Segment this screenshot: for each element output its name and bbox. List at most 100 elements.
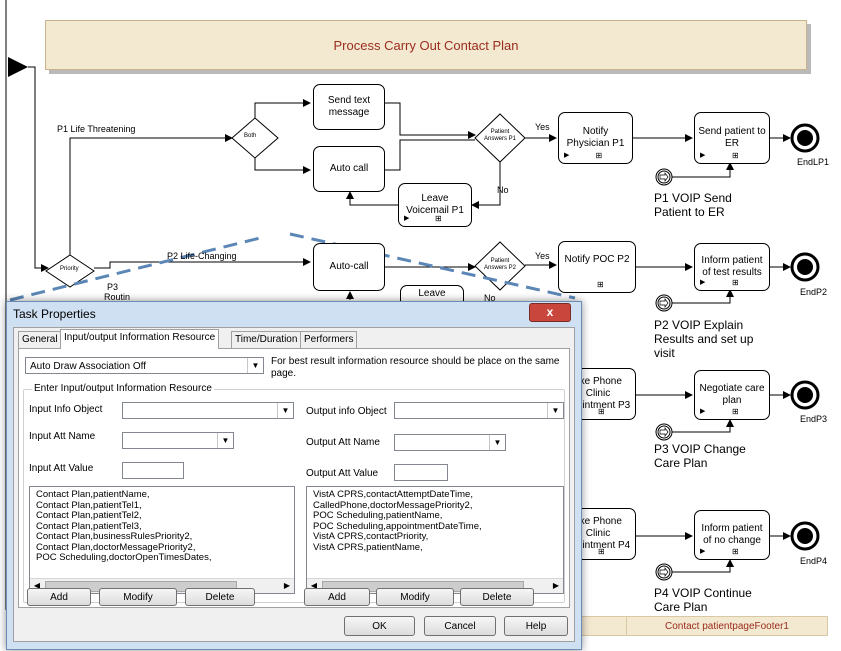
list-item[interactable]: POC Scheduling,patientName,	[313, 510, 443, 521]
subprocess-icon: ⊞	[598, 407, 605, 416]
patient-answers-p2-label: Patient Answers P2	[483, 258, 516, 271]
list-item[interactable]: VistA CPRS,contactPriority,	[313, 531, 429, 542]
task-send-text-label: Send text message	[327, 95, 371, 118]
input-att-value-field[interactable]	[122, 462, 184, 479]
voip-event-p4	[655, 563, 673, 581]
patient-answers-p1-label: Patient Answers P1	[483, 129, 516, 142]
task-inform-test-results[interactable]: Inform patient of test results▶⊞	[694, 243, 770, 291]
flow-label-no1: No	[497, 185, 509, 195]
end-label-p2: EndP2	[800, 287, 828, 297]
chevron-down-icon[interactable]: ▼	[247, 358, 263, 373]
voip-label-p1: P1 VOIP Send Patient to ER	[654, 191, 732, 219]
tab-general[interactable]: General	[18, 331, 62, 348]
dialog-body: General Input/output Information Resourc…	[13, 327, 575, 642]
footer-cell-left	[580, 616, 628, 636]
task-notify-physician-p1-label: Notify Physician P1	[566, 126, 625, 149]
flow-label-p3: P3	[107, 282, 119, 292]
flow-label-p3-routine: Routin	[104, 292, 131, 302]
task-negotiate-care-label: Negotiate care plan	[699, 383, 765, 406]
task-leave-voicemail-p1[interactable]: Leave Voicemail P1▶⊞	[398, 183, 472, 227]
task-notify-poc-p2[interactable]: Notify POC P2⊞	[558, 241, 636, 293]
scroll-right-icon[interactable]: ▶	[283, 581, 291, 590]
close-button[interactable]: x	[529, 303, 571, 322]
list-item[interactable]: Contact Plan,patientTel1,	[36, 499, 142, 511]
scroll-right-icon[interactable]: ▶	[552, 581, 560, 590]
end-label-p3: EndP3	[800, 414, 828, 424]
ok-button[interactable]: OK	[344, 616, 415, 636]
task-make-phone-p3-label: ake Phone Clinic ppointment P3	[565, 376, 631, 411]
output-add-button[interactable]: Add	[304, 588, 370, 606]
list-item[interactable]: Contact Plan,patientTel3,	[36, 520, 142, 532]
end-label-p4: EndP4	[800, 556, 828, 566]
list-item[interactable]: POC Scheduling,doctorOpenTimesDates,	[36, 552, 212, 563]
subprocess-icon: ⊞	[732, 407, 739, 416]
subprocess-icon: ⊞	[732, 151, 739, 160]
end-label-p1: EndLP1	[797, 157, 830, 167]
voip-label-p4: P4 VOIP Continue Care Plan	[654, 586, 752, 614]
task-notify-poc-p2-label: Notify POC P2	[564, 254, 630, 265]
output-list-items: VistA CPRS,contactAttemptDateTime,Called…	[313, 489, 482, 553]
list-item[interactable]: POC Scheduling,appointmentDateTime,	[313, 520, 482, 532]
subprocess-icon: ⊞	[435, 214, 442, 223]
subprocess-icon: ⊞	[595, 151, 603, 160]
auto-draw-select[interactable]: Auto Draw Association Off ▼	[25, 357, 264, 374]
pool-title: Process Carry Out Contact Plan	[45, 20, 807, 70]
list-item[interactable]: VistA CPRS,patientName,	[313, 541, 423, 553]
play-icon: ▶	[700, 408, 706, 415]
play-icon: ▶	[404, 215, 410, 222]
list-item[interactable]: Contact Plan,doctorMessagePriority2,	[36, 541, 196, 553]
output-info-object-select[interactable]: ▼	[394, 402, 564, 419]
input-add-button[interactable]: Add	[27, 588, 91, 606]
output-att-value-field[interactable]	[394, 464, 448, 481]
output-delete-button[interactable]: Delete	[460, 588, 534, 606]
input-list[interactable]: Contact Plan,patientName,Contact Plan,pa…	[29, 486, 295, 594]
list-item[interactable]: VistA CPRS,contactAttemptDateTime,	[313, 489, 473, 500]
output-modify-button[interactable]: Modify	[376, 588, 454, 606]
input-att-name-select[interactable]: ▼	[122, 432, 234, 449]
voip-label-p2: P2 VOIP Explain Results and set up visit	[654, 318, 754, 360]
input-info-object-select[interactable]: ▼	[122, 402, 294, 419]
cancel-button[interactable]: Cancel	[424, 616, 496, 636]
task-negotiate-care[interactable]: Negotiate care plan ▶ ⊞	[694, 370, 770, 420]
output-att-name-select[interactable]: ▼	[394, 434, 506, 451]
chevron-down-icon[interactable]: ▼	[489, 435, 505, 450]
input-delete-button[interactable]: Delete	[185, 588, 255, 606]
input-modify-button[interactable]: Modify	[99, 588, 177, 606]
task-inform-no-change-label: Inform patient of no change	[701, 523, 763, 546]
subprocess-icon: ⊞	[732, 278, 739, 287]
list-item[interactable]: CalledPhone,doctorMessagePriority2,	[313, 499, 473, 511]
task-auto-call-p2-label: Auto-call	[329, 261, 369, 272]
task-auto-call-p2[interactable]: Auto-call	[313, 243, 385, 291]
list-item[interactable]: Contact Plan,businessRulesPriority2,	[36, 531, 193, 542]
scroll-left-icon[interactable]: ◀	[33, 581, 41, 590]
chevron-down-icon[interactable]: ▼	[217, 433, 233, 448]
both-gateway	[231, 117, 279, 159]
placement-note: For best result information resource sho…	[271, 356, 560, 379]
task-inform-no-change[interactable]: Inform patient of no change▶⊞	[694, 510, 770, 560]
play-icon: ▶	[564, 152, 570, 159]
voip-event-p2	[655, 294, 673, 312]
tab-performers[interactable]: Performers	[300, 331, 358, 348]
patient-answers-p1-gateway	[474, 113, 526, 163]
tab-time-duration[interactable]: Time/Duration	[231, 331, 302, 348]
play-icon: ▶	[700, 548, 706, 555]
output-list[interactable]: VistA CPRS,contactAttemptDateTime,Called…	[306, 486, 564, 594]
help-button[interactable]: Help	[504, 616, 568, 636]
both-gateway-label: Both	[244, 133, 257, 139]
task-auto-call-p1[interactable]: Auto call	[313, 146, 385, 192]
input-att-name-label: Input Att Name	[29, 431, 96, 442]
tab-io-resource[interactable]: Input/output Information Resource	[60, 329, 220, 349]
task-notify-physician-p1[interactable]: Notify Physician P1 ▶ ⊞	[558, 112, 633, 164]
task-send-patient-er[interactable]: Send patient to ER▶⊞	[694, 112, 770, 164]
chevron-down-icon[interactable]: ▼	[547, 403, 563, 418]
task-send-text[interactable]: Send text message	[313, 84, 385, 130]
scroll-left-icon[interactable]: ◀	[310, 581, 318, 590]
subprocess-icon: ⊞	[598, 547, 605, 556]
task-inform-test-results-label: Inform patient of test results	[701, 255, 763, 278]
list-item[interactable]: Contact Plan,patientName,	[36, 489, 150, 500]
chevron-down-icon[interactable]: ▼	[277, 403, 293, 418]
output-att-value-label: Output Att Value	[306, 468, 379, 479]
list-item[interactable]: Contact Plan,patientTel2,	[36, 510, 142, 521]
